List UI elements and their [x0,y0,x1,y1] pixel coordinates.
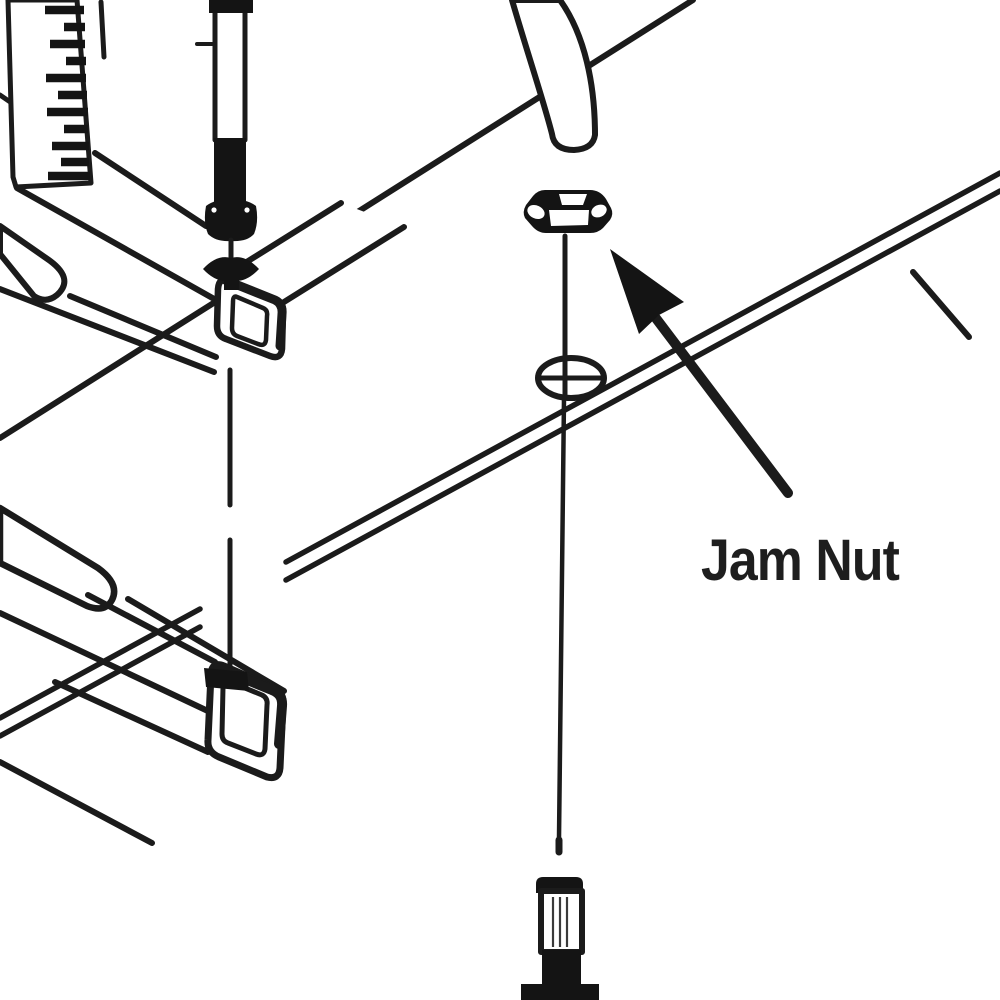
rod-nut [204,199,258,242]
lower-tube-hole [204,668,249,691]
long-flat-bar [0,170,1000,739]
upper-tube-top-face [221,203,404,302]
jam-nut-front-facet [549,210,589,226]
flat-washer-assembly [535,233,607,856]
frame-rail-lines [0,92,219,375]
stud-line-lower [556,395,567,841]
upper-tube-opening-inner [229,294,270,348]
rod-top-cap [209,0,253,13]
upper-tube-opening-shadow [220,275,287,351]
jam-nut-label: Jam Nut [701,528,900,593]
bolt-flange [521,984,599,1000]
rod-nut-highlight-left [211,207,217,213]
lower-tube-opening-shadow [213,663,288,749]
rod-threaded-section [214,138,246,208]
ruler-teeth [45,5,90,181]
jam-nut-top-facet [559,194,587,205]
bolt-shank [542,950,581,984]
rounded-end-bar [0,223,219,360]
rod-nut-highlight-right [244,207,250,213]
jam-nut-right-facet [591,204,607,218]
bottom-bolt [521,877,599,1000]
curved-tube [509,0,598,153]
jam-nut-left-facet [527,204,545,220]
spring-washer-stub [224,279,239,290]
ruler-scale [5,0,107,190]
callout-arrow [610,249,793,498]
lower-square-tube [0,537,288,846]
threaded-rod [195,0,259,290]
bolt-thread-lines [551,897,569,947]
mounting-plate [0,504,118,612]
spring-washer [203,257,259,281]
bolt-body [538,888,585,955]
frame-stub-line [910,269,972,340]
upper-square-tube [213,200,407,508]
jam-nut [523,190,613,233]
arrow-head [610,249,684,334]
arrow-shaft [650,312,793,498]
